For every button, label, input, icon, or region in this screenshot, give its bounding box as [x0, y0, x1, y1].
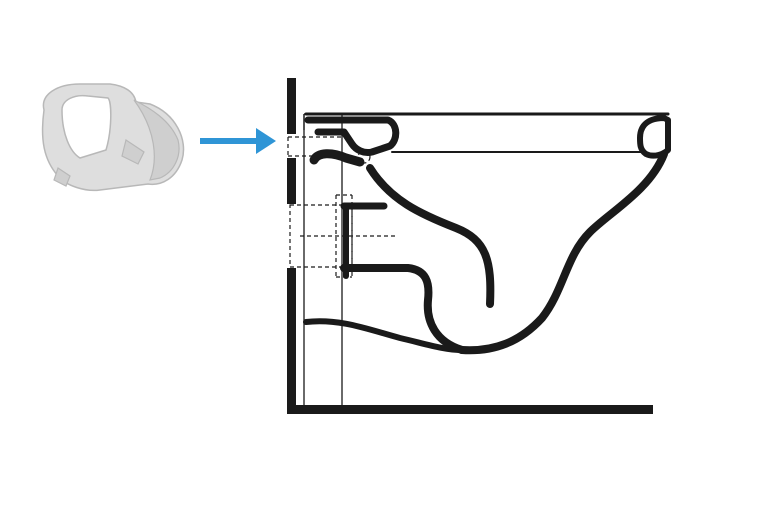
part-tab-lower	[53, 167, 71, 187]
arrow-right-icon	[200, 128, 276, 154]
arrow-head	[256, 128, 276, 154]
part-flange	[133, 99, 180, 181]
rim-left	[304, 116, 400, 156]
toilet-bowl	[303, 112, 671, 355]
rim-left-lower	[309, 149, 365, 167]
floor	[287, 405, 653, 414]
part-inner-hole	[61, 94, 112, 159]
trap-curve	[340, 264, 466, 354]
wall-opening-middle	[286, 204, 298, 268]
bowl-inner-surface	[366, 164, 495, 308]
flush-connector-part-icon	[41, 83, 185, 192]
flush-hole-circle	[357, 150, 371, 164]
part-tab	[121, 139, 145, 165]
bowl-right-wall	[458, 150, 668, 355]
wall-opening-top	[286, 134, 298, 158]
bowl-base	[303, 318, 465, 353]
